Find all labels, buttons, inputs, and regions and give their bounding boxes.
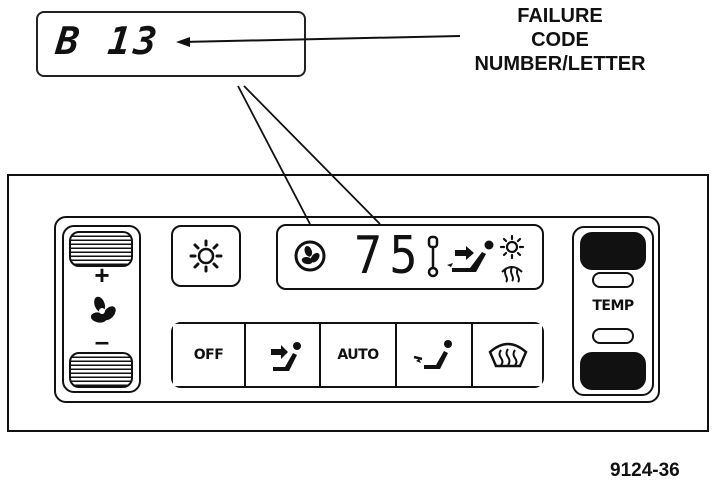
callout-line-2: CODE <box>531 29 589 51</box>
floor-icon <box>413 340 452 369</box>
off-button-label: OFF <box>193 347 224 363</box>
callout-line-3: NUMBER/LETTER <box>474 53 646 75</box>
temperature-readout: 75 <box>354 226 425 286</box>
temp-indicator-upper <box>592 272 634 288</box>
snowflake-icon <box>189 239 223 273</box>
callout-label: FAILURE CODE NUMBER/LETTER <box>462 4 658 76</box>
auto-button[interactable]: AUTO <box>321 324 397 386</box>
auto-button-label: AUTO <box>337 347 379 363</box>
display-snowflake-icon <box>499 234 525 260</box>
defrost-icon <box>487 342 528 368</box>
vent-icon <box>270 342 301 371</box>
ac-button[interactable] <box>171 225 241 287</box>
failure-code-display: B 13 <box>36 11 306 77</box>
temp-label: TEMP <box>592 298 634 314</box>
temp-indicator-lower <box>592 328 634 344</box>
off-button[interactable]: OFF <box>173 324 246 386</box>
fan-decrease-button[interactable] <box>69 352 133 388</box>
fan-increase-button[interactable] <box>69 231 133 267</box>
defrost-mode-button[interactable] <box>473 324 542 386</box>
display-defrost-icon <box>501 266 523 283</box>
temp-increase-button[interactable] <box>580 232 646 270</box>
level-indicator-icon <box>427 235 439 278</box>
callout-line-1: FAILURE <box>517 5 603 27</box>
vent-figure-icon <box>447 240 494 272</box>
vent-mode-button[interactable] <box>246 324 321 386</box>
climate-display <box>276 224 544 290</box>
fan-plus-symbol: + <box>94 260 110 290</box>
floor-mode-button[interactable] <box>397 324 473 386</box>
temp-decrease-button[interactable] <box>580 352 646 390</box>
fan-speed-control <box>62 225 141 393</box>
fan-minus-symbol: – <box>94 326 110 356</box>
figure-number: 9124-36 <box>610 460 680 481</box>
